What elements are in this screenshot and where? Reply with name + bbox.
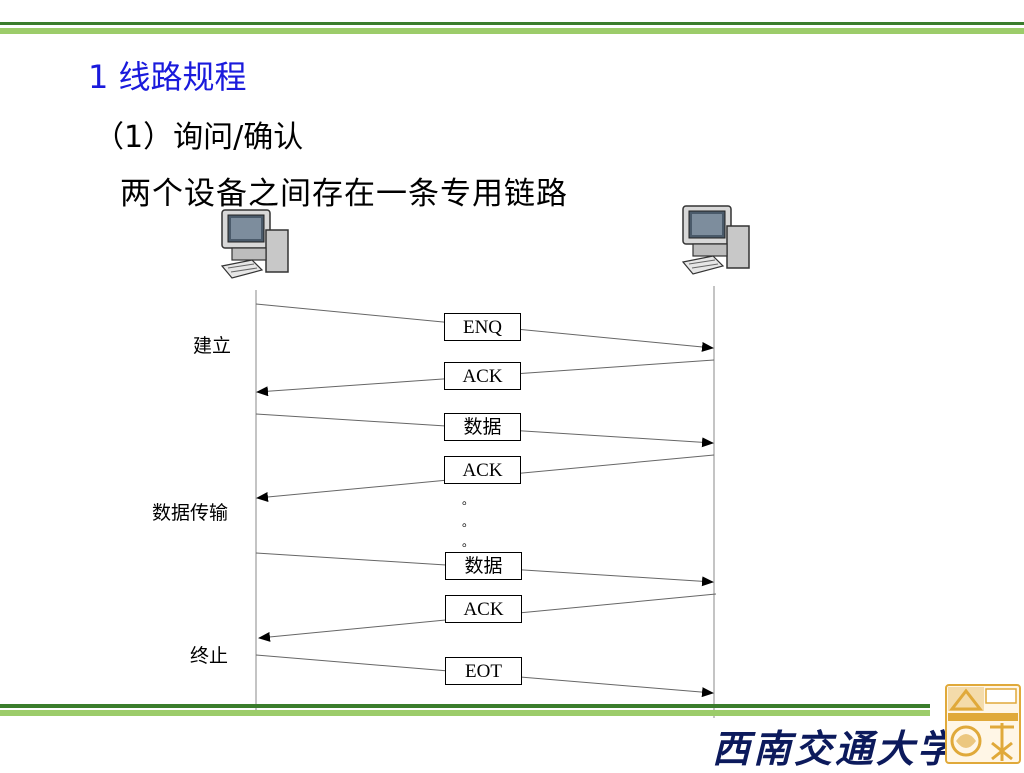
ellipsis-dot: 。 <box>462 535 475 549</box>
message-box: EOT <box>445 657 522 685</box>
message-box: ACK <box>444 362 521 390</box>
slide-description: 两个设备之间存在一条专用链路 <box>120 176 568 212</box>
message-box: 数据 <box>444 413 521 441</box>
left-computer-icon <box>221 209 289 279</box>
phase-label-terminate: 终止 <box>190 645 229 667</box>
ellipsis-dot: 。 <box>462 515 475 529</box>
message-box: 数据 <box>445 552 522 580</box>
message-box: ENQ <box>444 313 521 341</box>
ellipsis-dot: 。 <box>462 493 475 507</box>
university-emblem-icon <box>945 684 1021 764</box>
bottom-rule-light <box>0 710 930 716</box>
slide-title: 1 线路规程 <box>88 58 247 96</box>
bottom-rule-dark <box>0 704 930 708</box>
message-box: ACK <box>445 595 522 623</box>
university-logo-text: 西南交通大学 <box>712 726 959 771</box>
top-rule-light <box>0 28 1024 34</box>
phase-label-establish: 建立 <box>193 335 232 357</box>
right-computer-icon <box>682 205 750 275</box>
top-rule-dark <box>0 22 1024 25</box>
phase-label-transfer: 数据传输 <box>152 502 229 524</box>
message-box: ACK <box>444 456 521 484</box>
slide-subtitle: （1）询问/确认 <box>94 120 304 155</box>
